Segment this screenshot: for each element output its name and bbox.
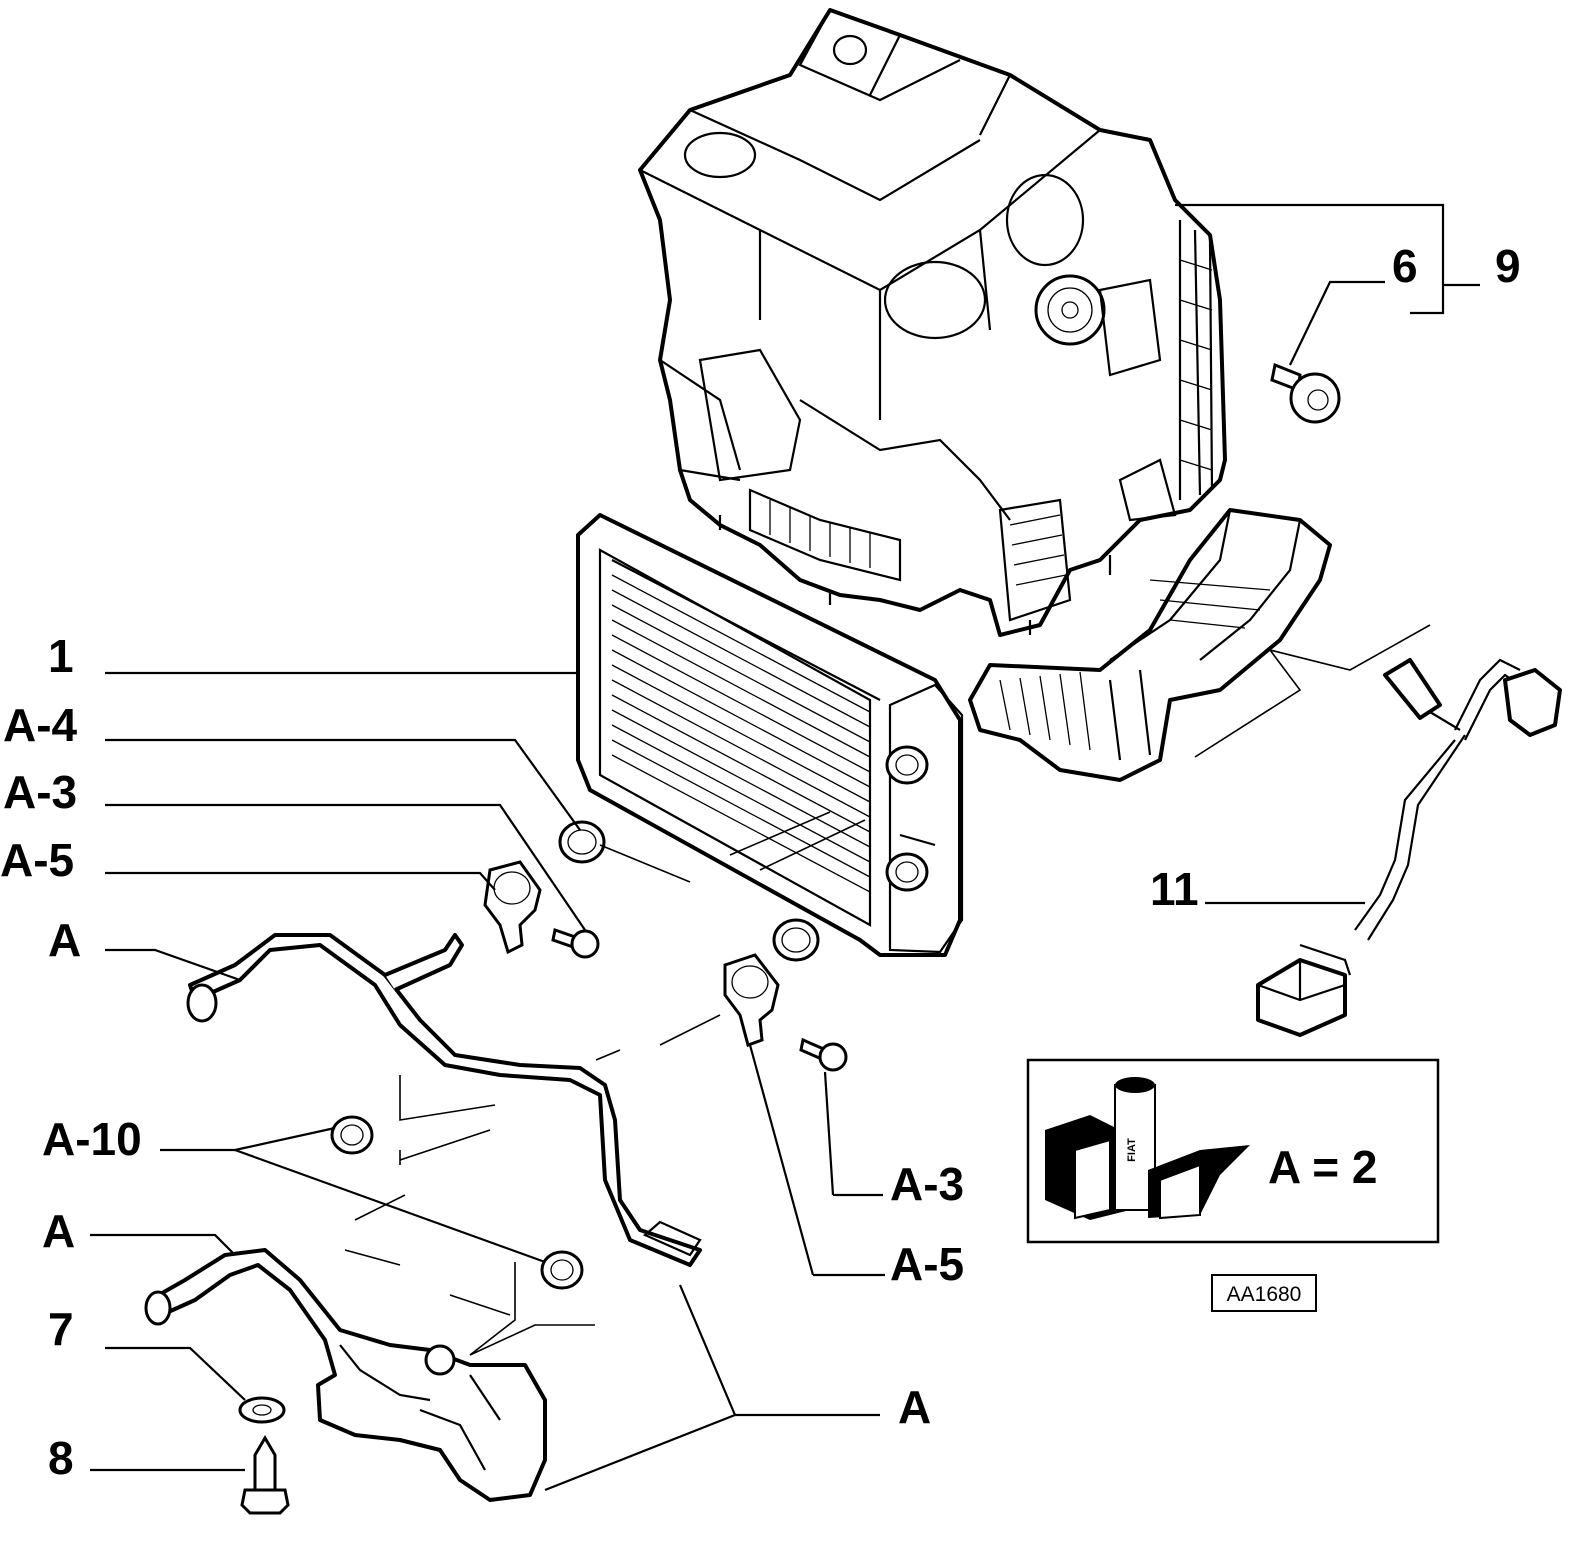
assembly-dash-lines: [344, 624, 1431, 1356]
label-part-9: 9: [1495, 240, 1521, 292]
hvac-housing: [638, 8, 1227, 637]
heater-hose-lower: [144, 1248, 547, 1502]
washer-7: [238, 1396, 286, 1424]
drawing-code-text: AA1680: [1227, 1283, 1302, 1306]
o-rings: [558, 820, 820, 962]
fiat-product-icon: FIAT: [1045, 1077, 1250, 1220]
lower-tray: [968, 508, 1332, 782]
legend-text: A = 2: [1268, 1141, 1378, 1193]
part-labels: 1 A-4 A-3 A-5 A A-10 A 7 8 6 9 11 A-3 A-…: [0, 240, 1521, 1484]
label-part-11: 11: [1150, 863, 1199, 915]
label-a-mid: A: [42, 1205, 75, 1257]
label-a5-right: A-5: [890, 1238, 964, 1290]
legend-box: FIAT A = 2: [1026, 1058, 1440, 1244]
heater-hose-upper: [186, 933, 702, 1267]
label-a-top: A: [48, 914, 81, 966]
label-part-8: 8: [48, 1432, 74, 1484]
label-part-7: 7: [48, 1303, 74, 1355]
heater-core: [576, 513, 964, 957]
drawing-code: AA1680: [1211, 1274, 1317, 1312]
label-a3-left: A-3: [3, 766, 77, 818]
label-a5-left: A-5: [0, 834, 74, 886]
label-a3-right: A-3: [890, 1158, 964, 1210]
clamp-brackets: [483, 860, 780, 1047]
wiring-harness: [1256, 658, 1562, 1037]
leader-lines: [90, 203, 1480, 1492]
screw-6: [1270, 362, 1341, 424]
label-part-1: 1: [48, 630, 74, 682]
label-a4: A-4: [3, 699, 78, 751]
fiat-logo-text: FIAT: [1126, 1138, 1138, 1162]
label-a10: A-10: [42, 1113, 142, 1165]
hose-clamps: [330, 1115, 584, 1290]
bolt-8: [240, 1435, 290, 1515]
label-part-6: 6: [1392, 240, 1418, 292]
screws-a3: [551, 928, 848, 1072]
label-a-right: A: [898, 1381, 931, 1433]
